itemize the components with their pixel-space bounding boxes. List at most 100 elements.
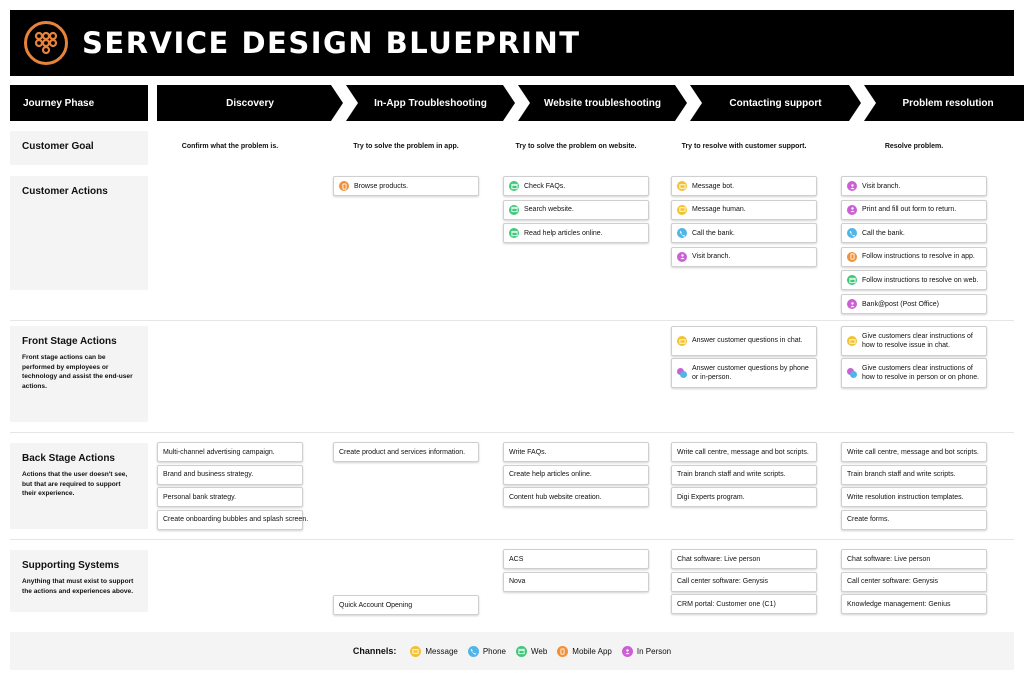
message-icon xyxy=(410,645,422,657)
customer-action-card: Bank@post (Post Office) xyxy=(841,294,987,314)
header-bar: SERVICE DESIGN BLUEPRINT xyxy=(10,10,1014,76)
in-person-icon xyxy=(621,645,633,657)
card-text: Call center software: Genysis xyxy=(847,578,939,586)
front-stage-card: Answer customer questions by phone or in… xyxy=(671,358,817,388)
back-stage-card: Brand and business strategy. xyxy=(157,464,303,485)
lane-title: Customer Actions xyxy=(22,186,108,197)
mobile-app-icon xyxy=(847,251,857,262)
card-text: Read help articles online. xyxy=(524,229,603,237)
card-text: Visit branch. xyxy=(862,182,901,190)
back-stage-card: Write call centre, message and bot scrip… xyxy=(841,442,987,462)
phone-icon xyxy=(677,228,687,239)
card-text: Create product and services information. xyxy=(339,448,466,456)
message-icon xyxy=(677,336,687,346)
in-person-icon xyxy=(847,204,857,215)
card-text: Call the bank. xyxy=(862,229,905,237)
back-stage-card: Write call centre, message and bot scrip… xyxy=(671,442,817,462)
back-stage-card: Write FAQs. xyxy=(503,442,649,462)
phase-5: Problem resolution xyxy=(864,85,1024,121)
goal-discovery: Confirm what the problem is. xyxy=(181,143,279,150)
supporting-system-card: CRM portal: Customer one (C1) xyxy=(671,594,817,615)
card-text: Write call centre, message and bot scrip… xyxy=(847,448,979,456)
phase-label: Problem resolution xyxy=(902,97,994,109)
lane-description: Actions that the user doesn't see, but t… xyxy=(22,471,128,498)
supporting-system-card: Chat software: Live person xyxy=(841,549,987,569)
card-text: Chat software: Live person xyxy=(677,555,761,563)
phone-and-person-icon xyxy=(847,368,857,378)
card-text: Browse products. xyxy=(354,182,409,190)
card-text: Follow instructions to resolve in app. xyxy=(862,253,975,261)
card-text: Answer customer questions by phone or in… xyxy=(692,364,809,381)
card-text: Content hub website creation. xyxy=(509,493,602,501)
card-text: Create forms. xyxy=(847,516,890,524)
back-stage-card: Digi Experts program. xyxy=(671,487,817,508)
card-text: Brand and business strategy. xyxy=(163,471,254,479)
legend-item: Mobile App xyxy=(557,645,612,657)
lane-supporting-systems: Supporting Systems Anything that must ex… xyxy=(10,550,148,612)
web-icon xyxy=(847,275,857,286)
phase-label: Website troubleshooting xyxy=(543,97,662,109)
card-text: Check FAQs. xyxy=(524,182,566,190)
card-text: Print and fill out form to return. xyxy=(862,206,957,214)
card-text: Write FAQs. xyxy=(509,448,547,456)
back-stage-card: Train branch staff and write scripts. xyxy=(671,464,817,485)
lane-title: Back Stage Actions xyxy=(22,453,115,464)
goal-resolution: Resolve problem. xyxy=(884,143,944,150)
card-text: Train branch staff and write scripts. xyxy=(677,471,786,479)
web-icon xyxy=(515,645,527,657)
front-stage-card: Answer customer questions in chat. xyxy=(671,326,817,356)
web-icon xyxy=(509,204,519,215)
legend-item: In Person xyxy=(621,645,672,657)
front-stage-card: Give customers clear instructions of how… xyxy=(841,326,987,356)
customer-action-card: Message human. xyxy=(671,199,817,220)
phase-4: Contacting support xyxy=(690,85,861,121)
in-person-icon xyxy=(677,251,687,262)
card-text: Write call centre, message and bot scrip… xyxy=(677,448,809,456)
legend-title: Channels: xyxy=(352,646,397,656)
legend-label: In Person xyxy=(636,646,672,656)
lane-divider xyxy=(10,320,1014,321)
card-text: Nova xyxy=(509,578,526,586)
card-text: CRM portal: Customer one (C1) xyxy=(677,600,776,608)
supporting-system-card: Nova xyxy=(503,571,649,592)
card-text: Chat software: Live person xyxy=(847,555,931,563)
logo-icon xyxy=(24,21,68,65)
supporting-system-card: ACS xyxy=(503,549,649,569)
goal-web: Try to solve the problem on website. xyxy=(515,143,637,150)
lane-customer-goal: Customer Goal xyxy=(10,131,148,165)
back-stage-card: Write resolution instruction templates. xyxy=(841,487,987,508)
card-text: Create help articles online. xyxy=(509,471,592,479)
supporting-system-card: Call center software: Genysis xyxy=(841,571,987,592)
lane-divider xyxy=(10,539,1014,540)
legend-label: Mobile App xyxy=(572,646,612,656)
back-stage-card: Create help articles online. xyxy=(503,464,649,485)
phone-icon xyxy=(467,645,479,657)
customer-action-card: Visit branch. xyxy=(841,176,987,196)
card-text: Follow instructions to resolve on web. xyxy=(862,276,979,284)
card-text: Message human. xyxy=(692,206,746,214)
back-stage-card: Personal bank strategy. xyxy=(157,487,303,508)
message-icon xyxy=(677,181,687,191)
mobile-app-icon xyxy=(557,645,569,657)
front-stage-card: Give customers clear instructions of how… xyxy=(841,358,987,388)
lane-divider xyxy=(10,432,1014,433)
lane-customer-actions: Customer Actions xyxy=(10,176,148,290)
back-stage-card: Multi-channel advertising campaign. xyxy=(157,442,303,462)
goal-contact: Try to resolve with customer support. xyxy=(681,143,807,150)
supporting-system-card: Quick Account Opening xyxy=(333,595,479,615)
customer-action-card: Search website. xyxy=(503,199,649,220)
customer-action-card: Check FAQs. xyxy=(503,176,649,196)
customer-action-card: Follow instructions to resolve in app. xyxy=(841,246,987,267)
back-stage-card: Train branch staff and write scripts. xyxy=(841,464,987,485)
legend-label: Web xyxy=(530,646,548,656)
journey-phase-label: Journey Phase xyxy=(10,85,148,121)
legend-item: Web xyxy=(515,645,548,657)
goal-inapp: Try to solve the problem in app. xyxy=(353,143,459,150)
legend-item: Message xyxy=(410,645,458,657)
message-icon xyxy=(847,336,857,346)
card-text: Digi Experts program. xyxy=(677,493,745,501)
mobile-app-icon xyxy=(339,181,349,191)
customer-action-card: Message bot. xyxy=(671,176,817,196)
